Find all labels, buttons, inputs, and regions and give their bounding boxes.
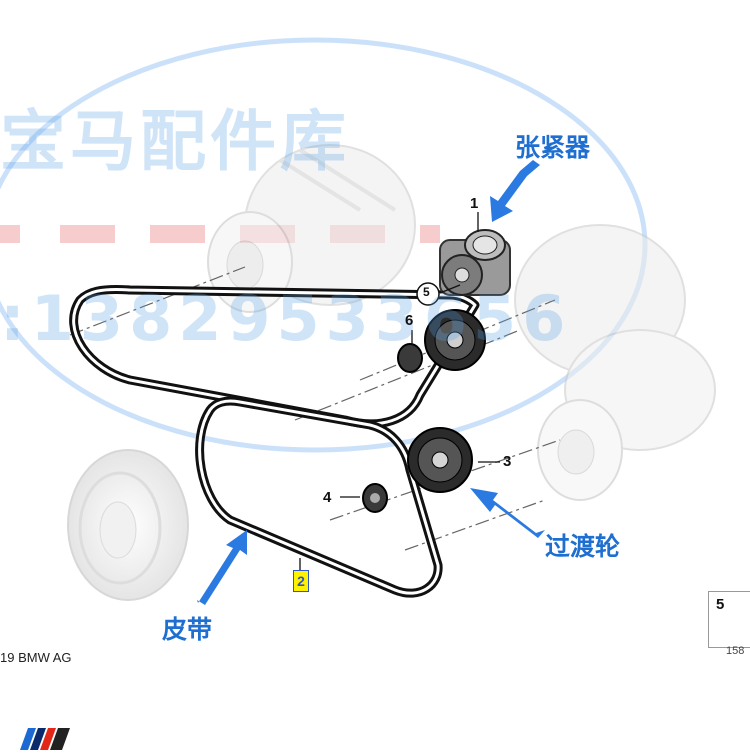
part-number-1: 1 xyxy=(470,195,479,212)
idler-arrow xyxy=(470,488,545,538)
watermark-phone: :13829533656 xyxy=(0,282,572,355)
watermark-shop-name: 宝马配件库 xyxy=(0,103,350,180)
pulley-cap xyxy=(362,483,388,513)
drive-belt-lower xyxy=(195,396,443,598)
idler-pulley-lower xyxy=(407,427,473,493)
belt-tensioner xyxy=(439,229,511,296)
copyright-text: 19 BMW AG xyxy=(0,650,72,665)
bmw-m-logo xyxy=(0,728,70,750)
part-number-5: 5 xyxy=(423,285,430,299)
drive-belt-lower-inner xyxy=(198,399,440,595)
tensioner-arrow xyxy=(490,160,540,222)
part-5-ring xyxy=(416,282,440,306)
inset-diagram-code: 158 xyxy=(726,645,745,657)
idler-pulley-upper xyxy=(397,309,486,373)
part-number-2-highlighted: 2 xyxy=(293,570,309,592)
callout-arrows xyxy=(197,160,545,605)
alternator-right xyxy=(514,224,716,501)
leader-lines xyxy=(299,212,500,570)
part-number-4: 4 xyxy=(323,489,332,506)
belt-callout-label: 皮带 xyxy=(162,615,213,644)
crankshaft-pulley xyxy=(67,449,189,601)
drive-belt-inner xyxy=(72,288,477,426)
part-number-6: 6 xyxy=(405,312,414,329)
alternator-top xyxy=(207,144,416,313)
part-number-3: 3 xyxy=(503,453,512,470)
idler-callout-label: 过渡轮 xyxy=(545,532,621,561)
belt-arrow xyxy=(197,530,247,605)
tensioner-callout-label: 张紧器 xyxy=(515,133,591,162)
inset-part-number: 5 xyxy=(716,596,725,613)
detail-inset-box xyxy=(708,591,750,648)
